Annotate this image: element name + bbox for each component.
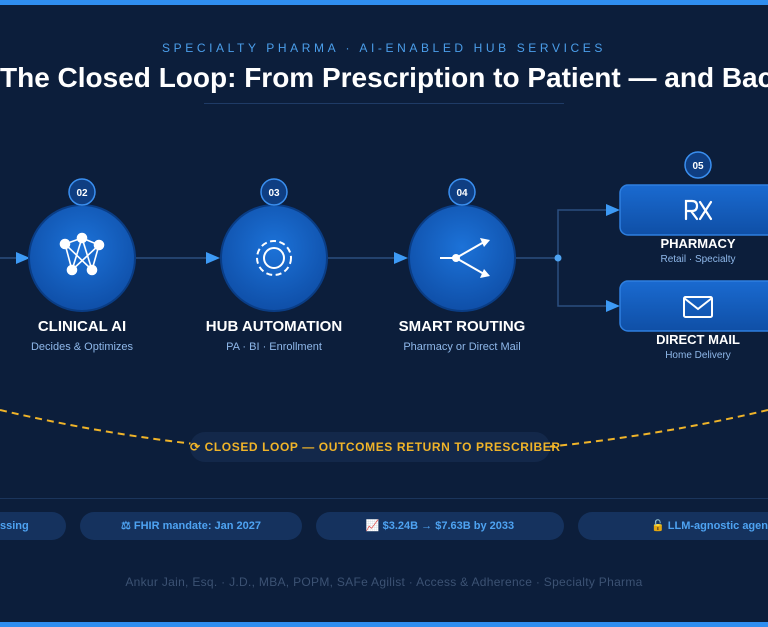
connector-to-pharmacy (557, 209, 606, 258)
routing-icon (440, 238, 490, 278)
destination-mail-label: DIRECT MAIL (656, 332, 740, 347)
connector-to-mail (557, 258, 606, 307)
destination-05-badge (684, 151, 712, 179)
node-smart-routing: 04 (408, 178, 516, 312)
destination-mail-sub: Home Delivery (665, 350, 731, 361)
node-03-badge (260, 178, 288, 206)
stat-pill-market: 📈 $3.24B → $7.63B by 2033 (316, 512, 564, 540)
node-02-badge (68, 178, 96, 206)
destination-pharmacy-label: PHARMACY (660, 236, 736, 251)
arrow-to-03 (206, 252, 220, 264)
rx-icon (684, 199, 713, 221)
arrow-to-mail (606, 300, 620, 312)
stat-pill-processing: ssing (0, 512, 66, 540)
arrow-to-04 (394, 252, 408, 264)
node-02-number: 02 (76, 188, 88, 199)
stat-pill-llm: 🔓 LLM-agnostic agen (578, 512, 768, 540)
node-03-number: 03 (268, 188, 280, 199)
node-03-sub: PA · BI · Enrollment (226, 341, 322, 353)
destination-pharmacy-sub: Retail · Specialty (660, 254, 736, 265)
network-icon (59, 232, 105, 276)
closed-loop-label: ⟳ CLOSED LOOP — OUTCOMES RETURN TO PRESC… (190, 432, 560, 462)
node-04-label: SMART ROUTING (398, 318, 526, 335)
arrow-in (16, 252, 30, 264)
bottom-accent-bar (0, 622, 768, 627)
destination-direct-mail (619, 280, 768, 332)
stats-divider (0, 498, 768, 499)
arrow-to-pharmacy (606, 204, 620, 216)
node-02-label: CLINICAL AI (37, 318, 127, 335)
node-02-sub: Decides & Optimizes (30, 341, 134, 353)
gear-icon (256, 240, 292, 276)
stat-pill-llm-label: 🔓 LLM-agnostic agen (651, 520, 768, 532)
node-04-number: 04 (456, 188, 468, 199)
node-04-sub: Pharmacy or Direct Mail (403, 341, 521, 353)
destination-05-number: 05 (692, 161, 704, 172)
arrow-heads (16, 204, 620, 312)
split-dot (554, 254, 562, 262)
node-04-badge (448, 178, 476, 206)
top-accent-bar (0, 0, 768, 5)
node-clinical-ai: 02 (28, 178, 136, 312)
destination-pharmacy: 05 (619, 151, 768, 236)
footer-credits: Ankur Jain, Esq. · J.D., MBA, POPM, SAFe… (125, 575, 643, 589)
page-title: The Closed Loop: From Prescription to Pa… (0, 62, 768, 93)
mail-icon (683, 296, 713, 318)
eyebrow-text: SPECIALTY PHARMA · AI-ENABLED HUB SERVIC… (162, 41, 606, 55)
connector-lines (0, 209, 606, 307)
stat-pill-fhir: ⚖ FHIR mandate: Jan 2027 (80, 512, 302, 540)
title-divider (204, 103, 564, 104)
stat-pill-processing-label: ssing (0, 520, 29, 532)
node-hub-automation: 03 (220, 178, 328, 312)
node-03-label: HUB AUTOMATION (205, 318, 343, 335)
